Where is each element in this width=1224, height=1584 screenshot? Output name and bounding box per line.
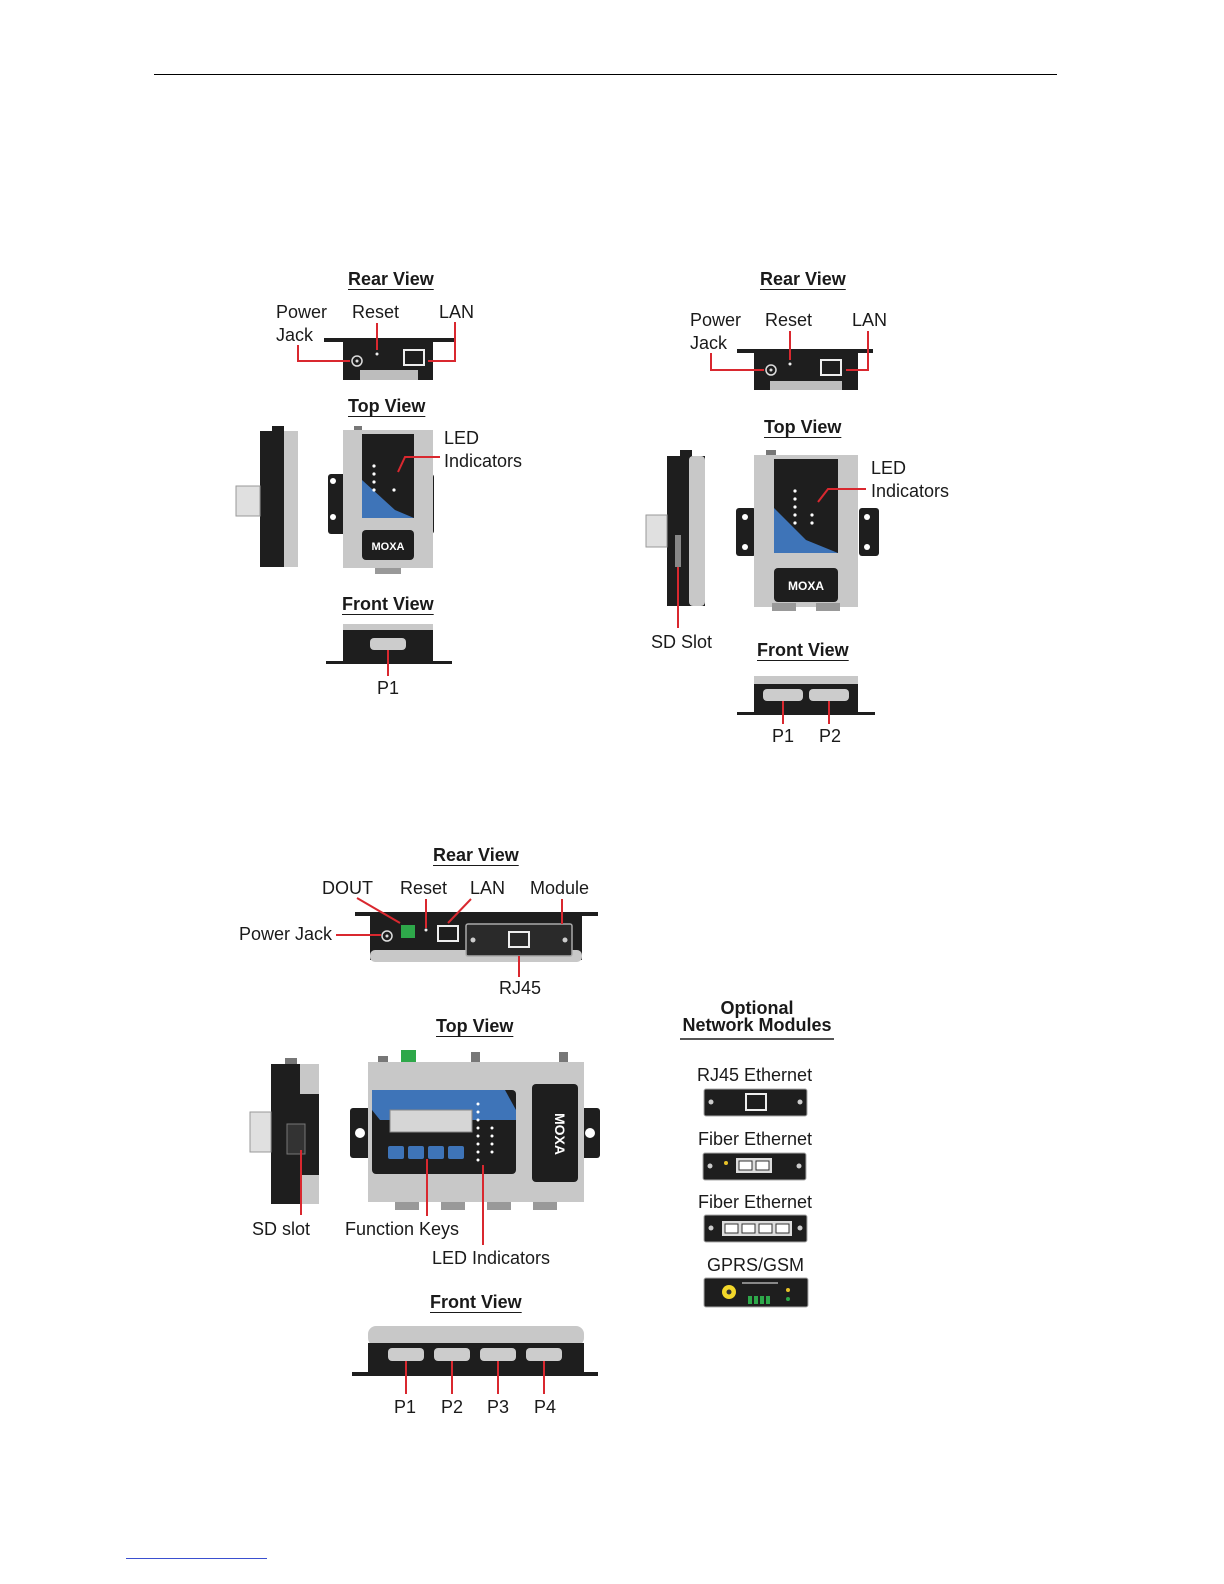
diagram-a-p1-label: P1 [377,678,400,698]
modules-title-underline [680,1038,834,1040]
diagram-c-led-label: LED Indicators [432,1248,551,1268]
diagram-b-side-device [645,450,705,606]
diagram-c-p2-label: P2 [441,1397,464,1417]
diagram-b-rear-title: Rear View [760,269,846,289]
diagram-b-lan-label: LAN [852,310,888,330]
diagram-c-rear-device [355,912,598,962]
module-label-fiber-2: Fiber Ethernet [698,1192,813,1212]
diagram-b-led-callout [817,488,866,503]
diagram-a-side-device [235,426,298,567]
module-label-gprs: GPRS/GSM [707,1255,805,1275]
diagram-c-p3-label: P3 [487,1397,510,1417]
diagram-c-rear-title: Rear View [433,845,519,865]
diagram-a-power-label-1: Power [276,302,328,322]
diagram-a-callouts [297,322,456,362]
diagram-b-front-title: Front View [757,640,849,660]
module-label-rj45: RJ45 Ethernet [697,1065,813,1085]
module-rj45-image [703,1088,808,1117]
diagram-a-top-device: MOXA [328,426,434,574]
diagram-b-p2-label: P2 [819,726,842,746]
diagram-b-reset-label: Reset [765,310,813,330]
diagram-b-front-device [737,676,875,715]
diagram-a-front-title: Front View [342,594,434,614]
diagram-c-side-device [249,1058,319,1204]
diagram-b-top-title: Top View [764,417,842,437]
diagram-c-top-device: MOXA [350,1050,600,1210]
diagram-c-function-keys-label: Function Keys [345,1219,460,1239]
diagram-a-rear-title: Rear View [348,269,434,289]
diagram-b-p1-label: P1 [772,726,795,746]
diagram-b-power-label-1: Power [690,310,742,330]
diagram-a-led-callout [397,456,440,473]
module-fiber-2-image [703,1214,808,1243]
diagram-a-led-label-2: Indicators [444,451,523,471]
diagram-c-module-label: Module [530,878,590,898]
diagram-b-sd-label: SD Slot [651,632,713,652]
diagram-b-power-label-2: Jack [690,333,728,353]
modules-title-line2: Network Modules [682,1015,832,1035]
diagram-c-front-title: Front View [430,1292,522,1312]
footer-link-underline[interactable] [126,1558,267,1559]
diagram-a-lan-label: LAN [439,302,475,322]
diagram-b-logo: MOXA [788,579,824,593]
diagram-b-led-label-2: Indicators [871,481,950,501]
diagram-c-lan-label: LAN [470,878,506,898]
diagram-a-reset-label: Reset [352,302,400,322]
diagram-b-callouts [710,331,869,371]
diagram-b-led-label-1: LED [871,458,907,478]
diagram-a-led-label-1: LED [444,428,480,448]
diagram-c-p1-label: P1 [394,1397,417,1417]
diagram-c-sd-label: SD slot [252,1219,311,1239]
diagram-b-rear-device [737,349,873,390]
diagram-a-rear-device [324,338,454,380]
module-label-fiber-1: Fiber Ethernet [698,1129,813,1149]
diagram-c-front-device [352,1326,598,1376]
diagram-c-power-label: Power Jack [239,924,333,944]
header-rule [154,74,1057,75]
diagram-c-p4-label: P4 [534,1397,557,1417]
diagram-c-rear-callouts [336,897,563,977]
diagram-c-logo: MOXA [552,1113,568,1155]
diagram-a-power-label-2: Jack [276,325,314,345]
module-gprs-image [703,1277,809,1308]
diagram-b-top-device: MOXA [736,450,879,611]
diagram-a-top-title: Top View [348,396,426,416]
module-fiber-1-image [702,1152,807,1181]
diagram-c-top-title: Top View [436,1016,514,1036]
diagram-a-logo: MOXA [372,541,405,553]
diagram-c-dout-label: DOUT [322,878,373,898]
modules-title-line1: Optional [720,998,794,1018]
diagram-c-rj45-label: RJ45 [499,978,542,998]
diagram-c-reset-label: Reset [400,878,448,898]
